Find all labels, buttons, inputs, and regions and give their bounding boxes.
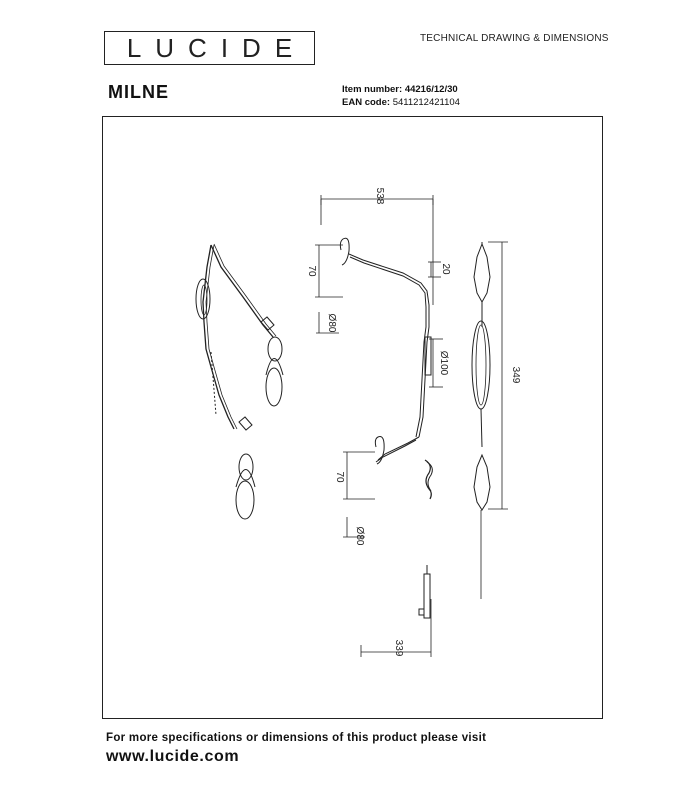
ean-code-label: EAN code: xyxy=(342,97,391,108)
dimension-lines xyxy=(315,195,508,657)
technical-drawing-frame: 538 70 Ø80 20 Ø100 349 70 Ø80 339 xyxy=(102,116,603,719)
ean-code-value: 5411212421104 xyxy=(392,97,460,108)
page-header-title: TECHNICAL DRAWING & DIMENSIONS xyxy=(420,33,609,44)
brand-logo-text: LUCIDE xyxy=(126,32,307,63)
front-view xyxy=(339,237,433,619)
item-number-label: Item number: xyxy=(342,84,403,95)
dim-diameter-head-lower: Ø80 xyxy=(354,527,365,546)
dim-total-height: 349 xyxy=(510,367,521,384)
footer-info-text: For more specifications or dimensions of… xyxy=(106,732,487,744)
dim-diameter-head-upper: Ø80 xyxy=(326,314,337,333)
dimension-labels: 538 70 Ø80 20 Ø100 349 70 Ø80 339 xyxy=(306,188,521,657)
perspective-view xyxy=(195,243,284,520)
product-name: MILNE xyxy=(108,82,169,102)
dim-small: 20 xyxy=(440,263,451,275)
product-info: Item number: 44216/12/30 EAN code: 54112… xyxy=(342,83,460,109)
footer-website-link[interactable]: www.lucide.com xyxy=(106,748,240,765)
technical-drawing: 538 70 Ø80 20 Ø100 349 70 Ø80 339 xyxy=(195,188,521,657)
dim-height-upper: 70 xyxy=(306,265,317,277)
item-number-row: Item number: 44216/12/30 xyxy=(342,83,460,96)
item-number-value: 44216/12/30 xyxy=(404,84,458,95)
dim-width-top: 538 xyxy=(374,188,385,205)
brand-logo: LUCIDE xyxy=(104,31,315,65)
dim-height-lower: 70 xyxy=(334,471,345,483)
dim-base: Ø100 xyxy=(438,351,449,376)
side-view xyxy=(471,242,491,599)
dim-depth: 339 xyxy=(393,640,404,657)
ean-code-row: EAN code: 5411212421104 xyxy=(342,96,460,109)
